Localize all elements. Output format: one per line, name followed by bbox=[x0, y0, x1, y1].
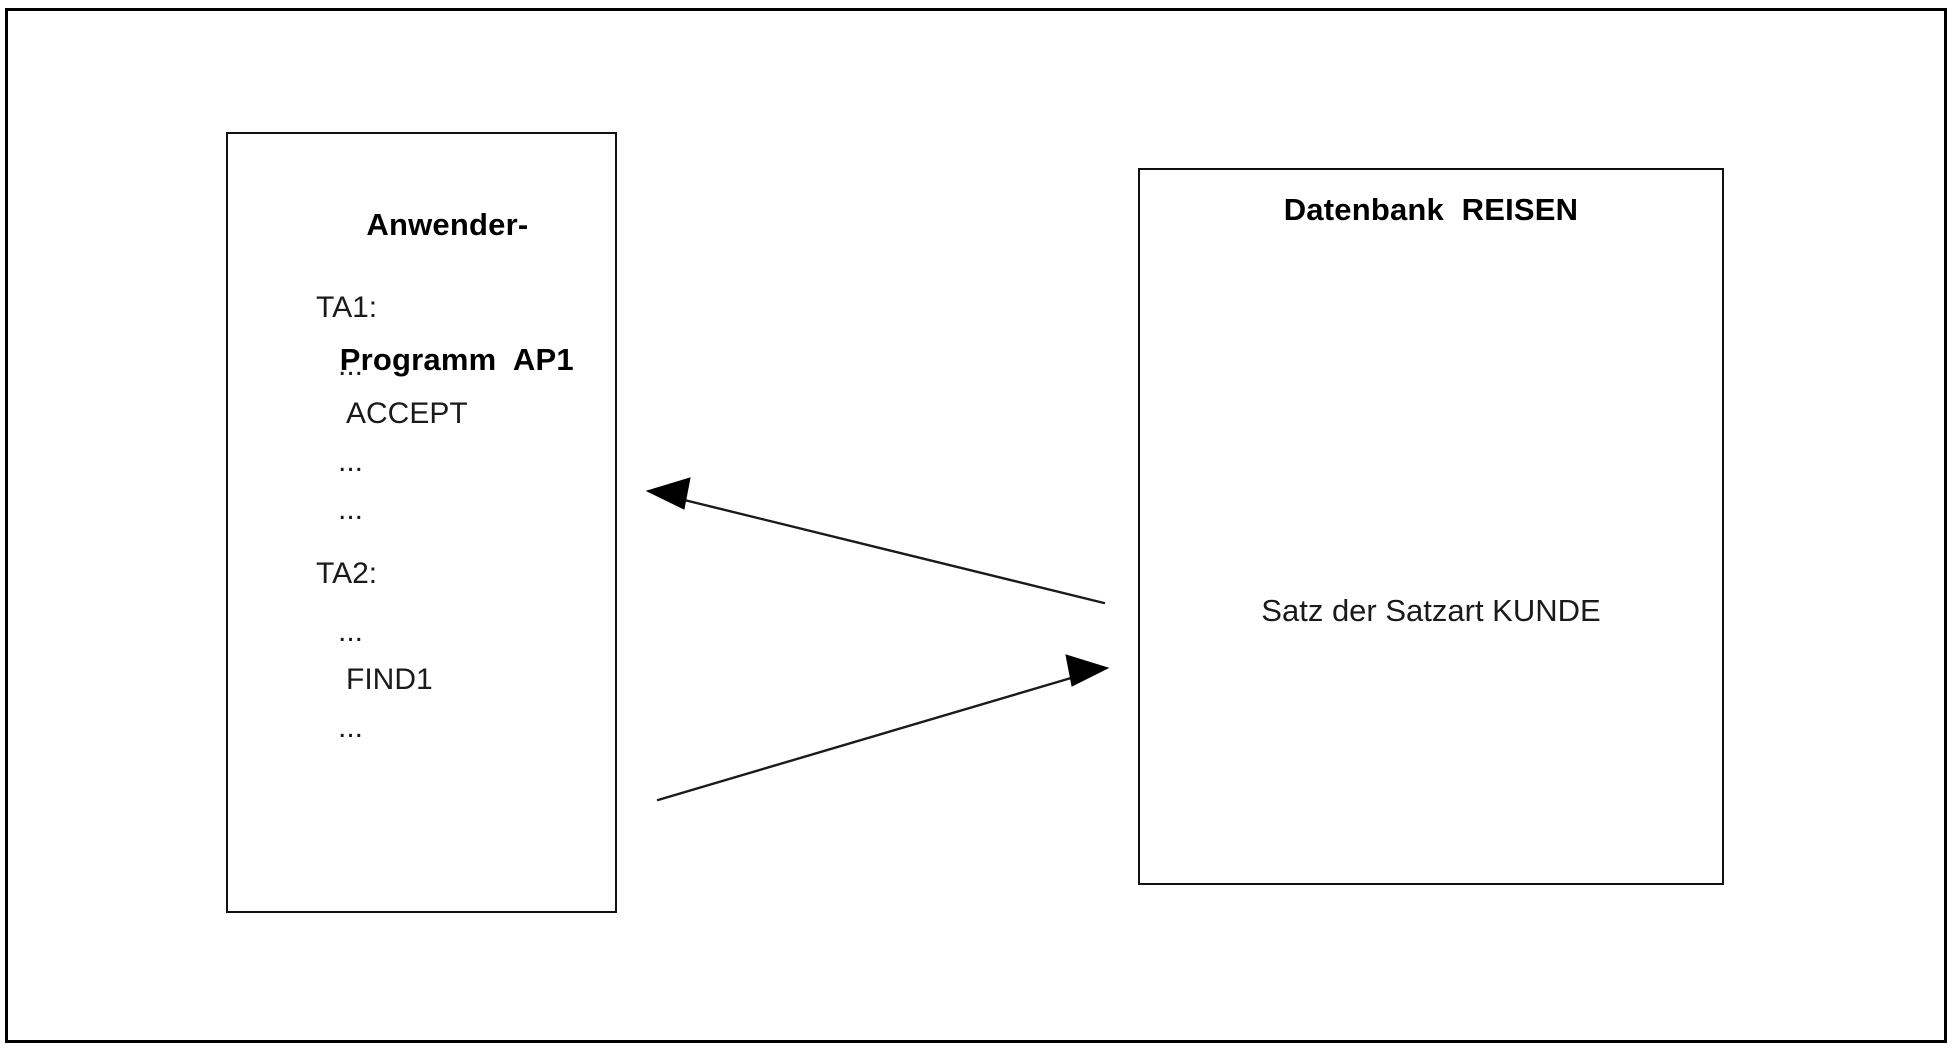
code-line-ellipsis-5: ... bbox=[338, 711, 364, 744]
program-title-name: AP1 bbox=[512, 342, 574, 377]
code-spacer bbox=[228, 534, 615, 550]
database-box-title: Datenbank REISEN bbox=[1140, 192, 1722, 228]
code-line-ellipsis-2: ... bbox=[338, 445, 364, 478]
code-line-accept: ACCEPT bbox=[346, 397, 468, 430]
code-line-ellipsis-1: ... bbox=[338, 349, 364, 382]
program-code-listing: TA1: ... ACCEPT ... ... TA2: ... FIND1 .… bbox=[228, 284, 615, 752]
code-spacer bbox=[228, 332, 615, 342]
code-line-ellipsis-4: ... bbox=[338, 615, 364, 648]
code-line-ellipsis-3: ... bbox=[338, 493, 364, 526]
program-title-line2: Programm bbox=[339, 342, 497, 377]
code-spacer bbox=[228, 598, 615, 608]
code-line-ta1: TA1: bbox=[316, 291, 378, 324]
database-title-label: Datenbank bbox=[1283, 192, 1445, 227]
code-line-find1: FIND1 bbox=[346, 663, 433, 696]
code-line-ta2: TA2: bbox=[316, 557, 378, 590]
database-title-name: REISEN bbox=[1461, 192, 1579, 227]
database-record-label: Satz der Satzart KUNDE bbox=[1261, 593, 1601, 628]
program-title-line1: Anwender- bbox=[366, 207, 529, 242]
program-box: Anwender- Programm AP1 TA1: ... ACCEPT .… bbox=[226, 132, 617, 913]
database-box: Datenbank REISEN Satz der Satzart KUNDE bbox=[1138, 168, 1724, 885]
program-box-title: Anwender- Programm AP1 bbox=[228, 157, 615, 517]
